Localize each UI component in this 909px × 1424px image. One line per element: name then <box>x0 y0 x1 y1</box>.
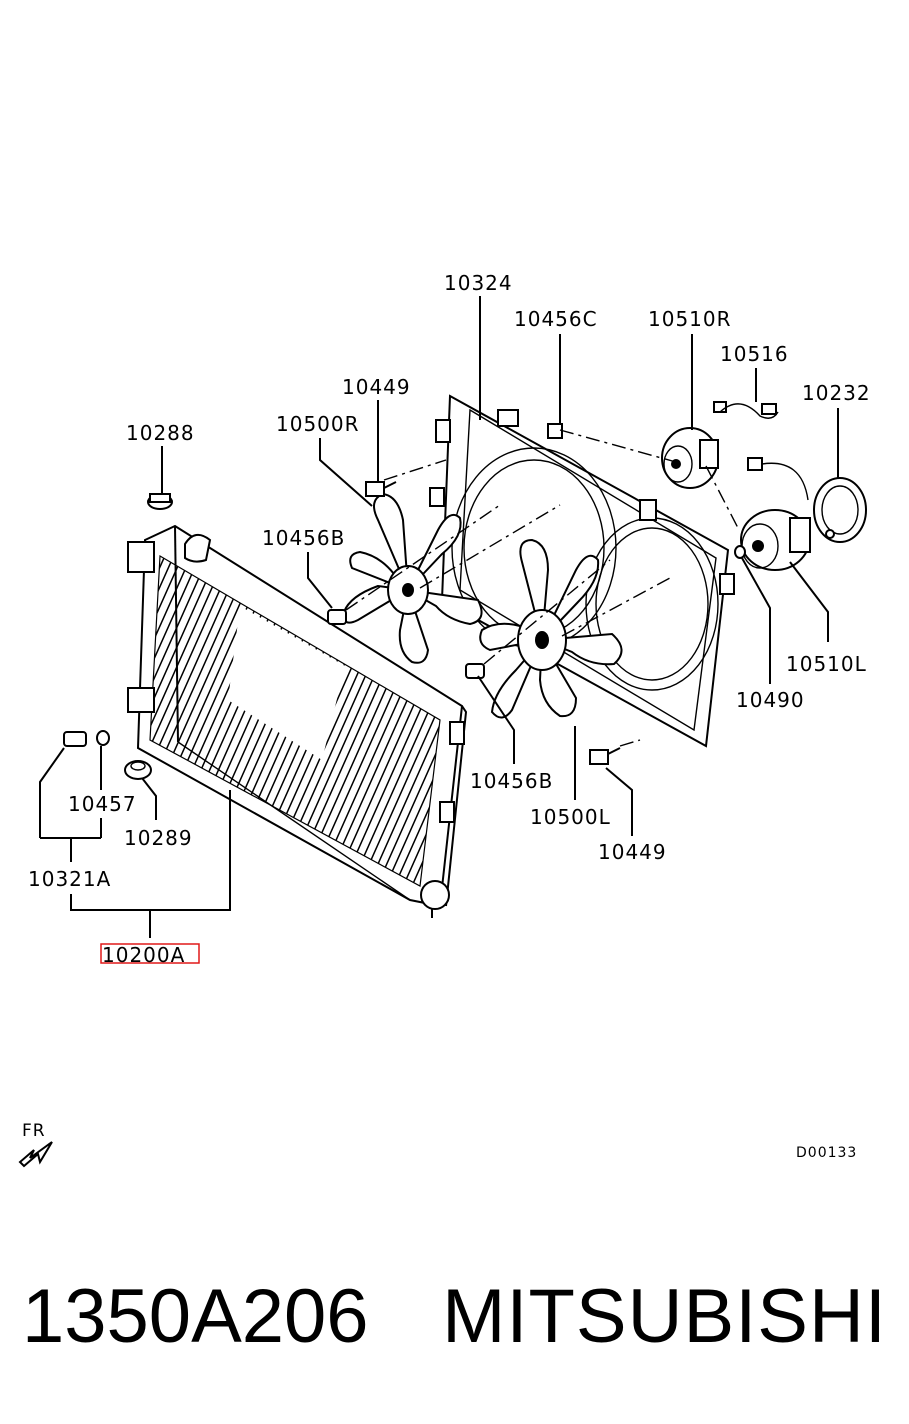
label-10456b-left: 10456B <box>262 526 345 550</box>
wire-harness <box>713 401 809 501</box>
label-10289: 10289 <box>124 826 193 850</box>
highlight-box <box>100 943 200 964</box>
fr-label: FR <box>22 1121 46 1141</box>
bolt-top <box>365 481 397 497</box>
grommet-lower <box>465 663 485 679</box>
label-10288: 10288 <box>126 421 195 445</box>
fan-left <box>479 538 623 719</box>
footer: 1350A206 MITSUBISHI <box>0 1262 909 1372</box>
label-10500r: 10500R <box>276 412 360 436</box>
front-direction-indicator: FR <box>18 1121 53 1168</box>
part-number: 1350A206 <box>22 1274 369 1359</box>
front-arrow-icon <box>18 1141 53 1168</box>
motor-cover <box>813 477 867 543</box>
mount-cushion <box>124 760 152 780</box>
label-10200a[interactable]: 10200A <box>102 943 185 967</box>
bolt-bottom <box>589 747 621 765</box>
label-10321a: 10321A <box>28 867 111 891</box>
label-10500l: 10500L <box>530 805 611 829</box>
washer-10490 <box>734 545 746 559</box>
label-10510r: 10510R <box>648 307 732 331</box>
label-10510l: 10510L <box>786 652 867 676</box>
label-10456b-bottom: 10456B <box>470 769 553 793</box>
fan-right <box>342 492 483 664</box>
leader-lines <box>39 296 839 938</box>
grommet-upper <box>327 609 347 625</box>
reference-code: D00133 <box>796 1145 857 1161</box>
brand-name: MITSUBISHI <box>442 1274 887 1359</box>
radiator-cap <box>147 493 173 510</box>
clip-10456c <box>547 423 563 439</box>
label-10449-top: 10449 <box>342 375 411 399</box>
assembly-lines <box>345 429 739 747</box>
radiator-assembly <box>127 524 468 918</box>
label-10516: 10516 <box>720 342 789 366</box>
callout-labels: 10324 10456C 10510R 10516 10232 10449 10… <box>28 271 871 967</box>
label-10490: 10490 <box>736 688 805 712</box>
label-10457: 10457 <box>68 792 137 816</box>
label-10456c: 10456C <box>514 307 598 331</box>
label-10449-bottom: 10449 <box>598 840 667 864</box>
fan-motor-right <box>661 427 719 489</box>
label-10324: 10324 <box>444 271 513 295</box>
label-10232: 10232 <box>802 381 871 405</box>
drain-plug <box>63 730 110 747</box>
fan-motor-left <box>740 509 811 571</box>
